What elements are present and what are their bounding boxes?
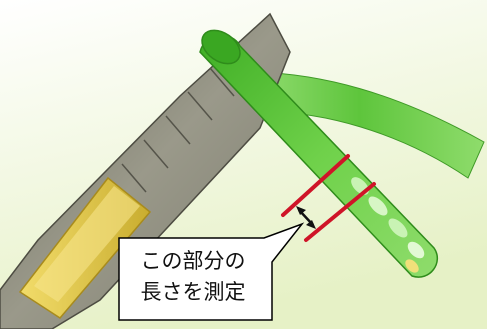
callout-line-2: 長さを測定 [140,280,246,304]
measure-mark-lower [304,182,376,242]
leaf-stem [199,29,439,278]
leaf-ribbon [234,71,485,179]
stem-cut-end [201,29,241,65]
measure-mark-upper [281,154,350,217]
cutter-knife [0,12,291,329]
callout-box [118,222,305,321]
callout-line-1: この部分の [140,249,246,273]
callout-text: この部分の 長さを測定 [123,246,263,308]
double-headed-arrow-icon [296,206,316,229]
